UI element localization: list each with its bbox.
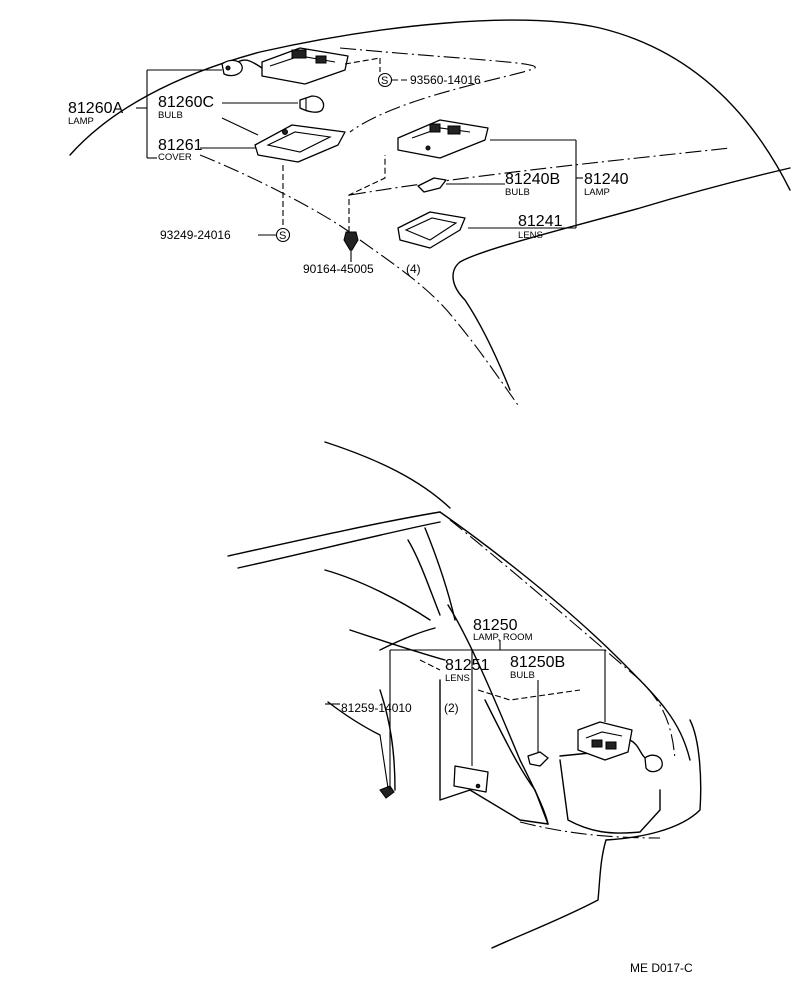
part-name-lens-81251: LENS: [445, 673, 470, 684]
s-mark-93560: S: [381, 75, 388, 87]
part-number-81240: 81240: [584, 171, 629, 188]
bulb-81250b-part: [527, 751, 549, 767]
lens-81241-part: [397, 211, 466, 249]
bulb-81240b-part: [417, 177, 447, 193]
room-lamp-81250-part: [577, 721, 663, 773]
part-number-81251: 81251: [445, 657, 490, 674]
part-number-81259-14010: 81259-14010: [341, 701, 412, 715]
part-name-cover-81261: COVER: [158, 152, 192, 163]
s-mark-icon: [377, 72, 393, 88]
s-mark-icon: [275, 227, 291, 243]
top-leaders: [136, 57, 583, 236]
part-number-81241: 81241: [518, 213, 563, 230]
part-name-lamp-81260a: LAMP: [68, 116, 94, 127]
lamp-81260a-part: [221, 47, 349, 85]
part-name-lens-81241: LENS: [518, 230, 543, 241]
lamp-81240-part: [397, 119, 489, 159]
bottom-labels: 81250 LAMP, ROOM 81251 LENS 81250B BULB …: [341, 617, 565, 715]
clip-90164-part: [343, 231, 359, 262]
part-number-93249-24016: 93249-24016: [160, 228, 231, 242]
part-number-81240b: 81240B: [505, 171, 560, 188]
part-number-81260a: 81260A: [68, 100, 123, 117]
quarter-outline: [227, 441, 702, 949]
part-name-bulb-81250b: BULB: [510, 670, 535, 681]
bulb-81260c-part: [299, 95, 325, 113]
part-number-81250b: 81250B: [510, 654, 565, 671]
part-number-81261: 81261: [158, 137, 203, 154]
s-mark-93249: S: [279, 230, 286, 242]
cover-81261-part: [254, 124, 346, 163]
part-number-93560-14016: 93560-14016: [410, 73, 481, 87]
part-number-81250: 81250: [473, 617, 518, 634]
lens-81251-part: [453, 765, 489, 793]
part-name-lamp-room-81250: LAMP, ROOM: [473, 632, 533, 643]
part-name-lamp-81240: LAMP: [584, 187, 610, 198]
part-number-81260c: 81260C: [158, 94, 214, 111]
part-qty-81259: (2): [444, 701, 459, 715]
drawing-code: ME D017-C: [630, 961, 693, 975]
part-number-90164-45005: 90164-45005: [303, 262, 374, 276]
part-qty-90164: (4): [406, 262, 421, 276]
screw-81259-part: [379, 785, 395, 799]
bottom-leaders: [325, 640, 606, 790]
top-labels: 81260A LAMP 81260C BULB 81261 COVER S 93…: [68, 72, 629, 276]
roof-outline: [69, 19, 791, 406]
part-name-bulb-81240b: BULB: [505, 187, 530, 198]
part-name-bulb-81260c: BULB: [158, 110, 183, 121]
